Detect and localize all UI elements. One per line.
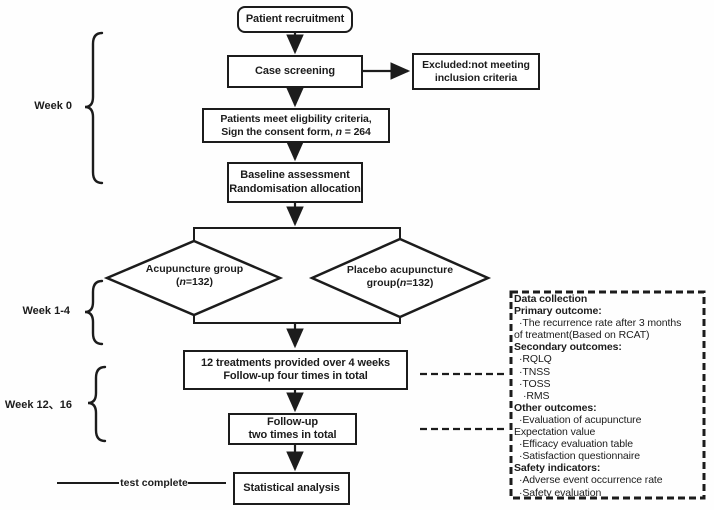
box-eligibility-n: n xyxy=(335,125,342,138)
data-collection-title: Data collection xyxy=(514,293,588,305)
diamond-placebo-label: Placebo acupuncture group(n=132) xyxy=(320,264,480,290)
box-followup: Follow-up two times in total xyxy=(228,413,357,445)
diamond-placebo-n: n xyxy=(399,277,407,289)
data-collection-panel: Data collection Primary outcome: ·The re… xyxy=(514,293,702,497)
box-eligibility: Patients meet eligbility criteria, Sign … xyxy=(202,108,390,143)
box-baseline-line1: Baseline assessment xyxy=(240,169,350,181)
data-collection-line: Safety indicators: xyxy=(514,462,601,475)
diamond-acupuncture-group xyxy=(103,239,284,317)
box-treatments-line1: 12 treatments provided over 4 weeks xyxy=(200,356,391,369)
box-eligibility-line2: Sign the consent form, n = 264 xyxy=(221,126,371,139)
diamond-placebo-group xyxy=(308,237,492,319)
data-collection-line: ·TNSS xyxy=(519,365,551,378)
week-1-4-brace xyxy=(84,279,104,346)
merge-connector xyxy=(193,315,401,324)
data-collection-line: ·The recurrence rate after 3 months xyxy=(519,317,682,330)
box-statistical: Statistical analysis xyxy=(233,472,350,505)
week-0-brace xyxy=(84,31,104,185)
box-case-screening: Case screening xyxy=(227,55,363,88)
diamond-placebo-line2: group(n=132) xyxy=(320,277,480,290)
split-connector xyxy=(193,227,401,242)
data-collection-line: ·Evaluation of acupuncture xyxy=(519,413,642,426)
diamond-acupuncture-line1: Acupuncture group xyxy=(145,263,244,275)
diamond-placebo-line2-suffix: =132) xyxy=(406,277,434,289)
data-collection-line: ·Safety evaluation xyxy=(519,486,602,498)
box-followup-line1: Follow-up xyxy=(266,416,319,428)
data-collection-line: Primary outcome: xyxy=(514,305,602,318)
box-case-screening-label: Case screening xyxy=(255,64,335,77)
box-baseline-line2: Randomisation allocation xyxy=(229,182,361,195)
week-0-label: Week 0 xyxy=(34,100,72,112)
data-collection-line: ·TOSS xyxy=(519,377,551,390)
week-12-16-label: Week 12、16 xyxy=(4,399,72,411)
box-eligibility-line2-prefix: Sign the consent form, xyxy=(221,125,336,138)
data-collection-line: ·Satisfaction questionnaire xyxy=(519,450,641,463)
diamond-acupuncture-label: Acupuncture group (n=132) xyxy=(117,263,272,289)
box-followup-line2: two times in total xyxy=(248,429,337,441)
week-12-16-brace xyxy=(87,365,107,443)
box-excluded-line1: Excluded:not meeting xyxy=(422,59,530,71)
box-excluded: Excluded:not meeting inclusion criteria xyxy=(412,53,540,90)
box-eligibility-line1: Patients meet eligbility criteria, xyxy=(220,112,372,125)
data-collection-line: ·RQLQ xyxy=(519,353,552,366)
data-collection-border xyxy=(509,290,706,500)
data-collection-line: ·Efficacy evaluation table xyxy=(519,438,633,451)
box-baseline: Baseline assessment Randomisation alloca… xyxy=(227,162,363,203)
box-patient-recruitment: Patient recruitment xyxy=(237,6,353,33)
diamond-acupuncture-line2: (n=132) xyxy=(117,276,272,289)
data-collection-line: Secondary outcomes: xyxy=(514,341,622,354)
diamond-acupuncture-line2-suffix: =132) xyxy=(185,276,214,288)
box-eligibility-line2-suffix: = 264 xyxy=(341,125,371,138)
box-treatments-line2: Follow-up four times in total xyxy=(223,370,368,382)
box-treatments: 12 treatments provided over 4 weeks Foll… xyxy=(183,350,408,390)
data-collection-line: Other outcomes: xyxy=(514,401,597,414)
box-patient-recruitment-label: Patient recruitment xyxy=(245,12,345,25)
diamond-acupuncture-line2-prefix: ( xyxy=(175,276,180,288)
week-1-4-label: Week 1-4 xyxy=(22,305,71,317)
diamond-acupuncture-n: n xyxy=(179,276,186,288)
data-collection-line: Expectation value xyxy=(514,426,596,439)
diamond-placebo-line1: Placebo acupuncture xyxy=(346,264,454,276)
test-complete-label: test complete xyxy=(120,477,188,489)
box-statistical-label: Statistical analysis xyxy=(243,481,340,494)
data-collection-line: ·Adverse event occurrence rate xyxy=(519,474,663,487)
diamond-placebo-line2-prefix: group( xyxy=(366,277,400,289)
data-collection-line: ·RMS xyxy=(523,389,550,402)
box-excluded-line2: inclusion criteria xyxy=(434,71,518,84)
data-collection-line: of treatment(Based on RCAT) xyxy=(514,329,650,342)
